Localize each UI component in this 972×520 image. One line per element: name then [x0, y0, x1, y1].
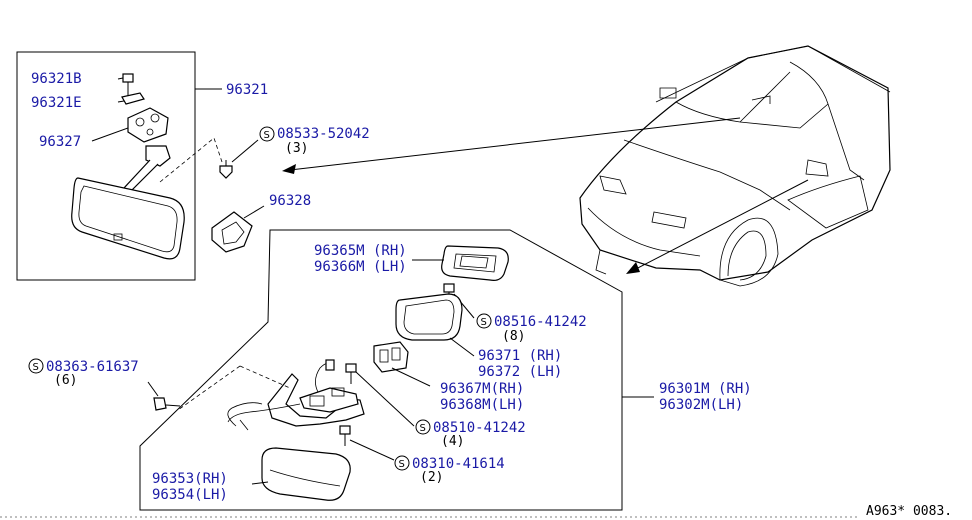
- screw-symbol-08533: [259, 126, 275, 142]
- reference-code: A963* 0083.: [866, 504, 952, 519]
- screw-symbol-08363: [28, 358, 44, 374]
- bolt-96321B: [122, 73, 134, 96]
- screw-08533: [219, 160, 233, 179]
- qty-08516: (8): [502, 329, 525, 344]
- clip-96321E: [121, 92, 145, 105]
- label-96366M: 96366M (LH): [314, 259, 407, 275]
- label-96321B: 96321B: [31, 71, 82, 87]
- label-96368M: 96368M(LH): [440, 397, 524, 413]
- door-mirror-frame: [139, 229, 623, 511]
- label-96301M: 96301M (RH): [659, 381, 752, 397]
- label-96365M: 96365M (RH): [314, 243, 407, 259]
- cover-96328: [211, 211, 253, 253]
- label-08310: 08310-41614: [412, 456, 505, 472]
- screw-symbol-08363-text: S: [33, 362, 39, 373]
- dash-stay-to-screw: [159, 137, 223, 183]
- qty-08533: (3): [285, 141, 308, 156]
- label-96372: 96372 (LH): [478, 364, 562, 380]
- mirror-base-96327: [127, 107, 169, 143]
- label-96302M: 96302M(LH): [659, 397, 743, 413]
- qty-08310: (2): [420, 470, 443, 485]
- label-96371: 96371 (RH): [478, 348, 562, 364]
- screw-symbol-08516: [476, 313, 492, 329]
- arrow-car-to-inner-mirror: [282, 117, 741, 174]
- screw-symbol-08510-text: S: [420, 423, 426, 434]
- screw-symbol-08310: [394, 455, 410, 471]
- mirror-actuator-plate-96371: [395, 293, 463, 341]
- screw-08510: [345, 363, 357, 384]
- screw-08310: [339, 425, 351, 446]
- label-08533: 08533-52042: [277, 126, 370, 142]
- mirror-glass-96365M: [441, 245, 509, 281]
- qty-08510: (4): [441, 434, 464, 449]
- motor-96367M: [373, 341, 409, 373]
- label-96321E: 96321E: [31, 95, 82, 111]
- label-08516: 08516-41242: [494, 314, 587, 330]
- mirror-wire-harness: [227, 363, 331, 431]
- label-96328: 96328: [269, 193, 311, 209]
- label-96367M: 96367M(RH): [440, 381, 524, 397]
- label-96321: 96321: [226, 82, 268, 98]
- qty-08363: (6): [54, 373, 77, 388]
- mirror-cover-96353: [261, 447, 351, 501]
- bolt-08363: [153, 397, 181, 411]
- screw-symbol-08533-text: S: [264, 130, 270, 141]
- car-illustration: [579, 45, 891, 287]
- label-08510: 08510-41242: [433, 420, 526, 436]
- arrow-car-to-door-mirror: [626, 179, 809, 274]
- dash-base-to-bolt: [177, 365, 291, 411]
- screw-symbol-08310-text: S: [399, 459, 405, 470]
- screw-symbol-08516-text: S: [481, 317, 487, 328]
- screw-symbol-08510: [415, 419, 431, 435]
- label-96353: 96353(RH): [152, 471, 228, 487]
- door-mirror-base: [267, 373, 365, 427]
- label-96354: 96354(LH): [152, 487, 228, 503]
- label-96327: 96327: [39, 134, 81, 150]
- rear-view-mirror: [71, 177, 185, 260]
- inner-mirror-frame: [16, 51, 196, 281]
- label-08363: 08363-61637: [46, 359, 139, 375]
